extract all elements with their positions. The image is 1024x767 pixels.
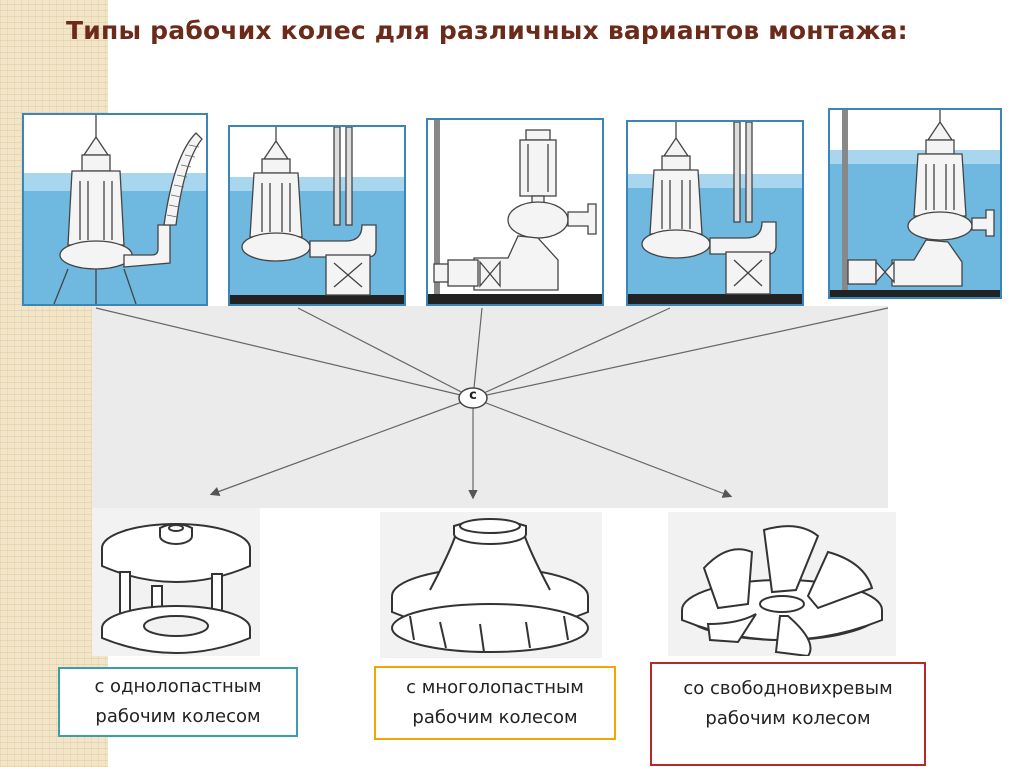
label-line-2: рабочим колесом [412, 707, 578, 728]
connector-line [95, 307, 474, 399]
label-line-1: со свободновихревым [683, 678, 893, 699]
single-blade-impeller-drawing [101, 523, 251, 654]
connector-line [472, 307, 889, 399]
label-single-blade: с однолопастным рабочим колесом [58, 667, 298, 737]
pump-drawing [230, 127, 404, 304]
connector-line [472, 307, 483, 399]
label-line-1: с многолопастным [406, 677, 584, 698]
installation-flex-hose [22, 113, 208, 306]
connector-panel [92, 306, 888, 508]
impeller-single-blade-image [92, 508, 260, 656]
connector-arrow [472, 397, 733, 498]
installation-dry-vertical [426, 118, 604, 306]
pump-drawing [628, 122, 802, 304]
impeller-multi-blade-image [380, 512, 602, 658]
pump-drawing [428, 120, 602, 304]
installation-auto-coupling-short [228, 125, 406, 306]
hub-circle [458, 387, 488, 409]
label-line-2: рабочим колесом [705, 708, 871, 729]
pump-drawing [24, 115, 206, 304]
slide-title: Типы рабочих колес для различных вариант… [66, 16, 908, 45]
label-line-1: с однолопастным [94, 676, 262, 697]
label-line-2: рабочим колесом [95, 706, 261, 727]
connector-arrow [209, 397, 474, 497]
installation-dry-horizontal [828, 108, 1002, 299]
installation-auto-coupling-tall [626, 120, 804, 306]
hub-label: c [469, 388, 477, 403]
impeller-free-vortex-image [668, 512, 896, 658]
multi-blade-impeller-drawing [391, 518, 589, 653]
label-free-vortex: со свободновихревым рабочим колесом [650, 662, 926, 766]
label-multi-blade: с многолопастным рабочим колесом [374, 666, 616, 740]
connector-line [297, 307, 474, 399]
pump-drawing [830, 110, 1000, 297]
free-vortex-impeller-drawing [681, 525, 883, 658]
connector-line [472, 307, 671, 399]
